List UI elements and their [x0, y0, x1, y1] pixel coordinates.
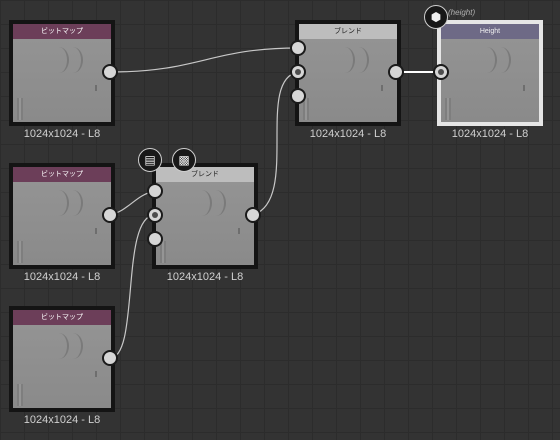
bitmap-node-3[interactable]: ビットマップ	[9, 306, 115, 412]
node-thumbnail	[13, 39, 111, 122]
blend-2-mask-input-port[interactable]	[147, 231, 163, 247]
blend-node-1[interactable]: ブレンド	[295, 20, 401, 126]
wire-bitmap1-to-blend1[interactable]	[109, 47, 299, 73]
output-input-port[interactable]	[433, 64, 449, 80]
node-caption: 1024x1024 - L8	[23, 414, 101, 426]
blend-1-foreground-input-port[interactable]	[290, 40, 306, 56]
node-title: ビットマップ	[13, 24, 111, 39]
node-title: ビットマップ	[13, 310, 111, 325]
node-caption: 1024x1024 - L8	[23, 271, 101, 283]
bitmap-node-1[interactable]: ビットマップ	[9, 20, 115, 126]
blend-1-background-input-port[interactable]	[290, 64, 306, 80]
blend-2-foreground-input-port[interactable]	[147, 183, 163, 199]
node-thumbnail	[13, 182, 111, 265]
blend-node-2[interactable]: ブレンド	[152, 163, 258, 269]
blend-2-background-input-port[interactable]	[147, 207, 163, 223]
cube-icon: ⬢	[424, 5, 448, 29]
node-thumbnail	[156, 182, 254, 265]
bitmap-2-output-port[interactable]	[102, 207, 118, 223]
node-title: ビットマップ	[13, 167, 111, 182]
bitmap-3-output-port[interactable]	[102, 350, 118, 366]
node-title: ブレンド	[299, 24, 397, 39]
blend-1-mask-input-port[interactable]	[290, 88, 306, 104]
bitmap-1-output-port[interactable]	[102, 64, 118, 80]
bitmap-node-2[interactable]: ビットマップ	[9, 163, 115, 269]
output-usage-tag: (height)	[448, 8, 476, 17]
node-thumbnail	[299, 39, 397, 122]
node-title: ブレンド	[156, 167, 254, 182]
node-caption: 1024x1024 - L8	[309, 128, 387, 140]
output-node-height[interactable]: Height	[437, 20, 543, 126]
node-caption: 1024x1024 - L8	[166, 271, 244, 283]
node-thumbnail	[13, 325, 111, 408]
wire-bitmap3-to-blend2[interactable]	[109, 214, 156, 359]
blend-2-output-port[interactable]	[245, 207, 261, 223]
checker-icon[interactable]: ▩	[172, 148, 196, 172]
document-icon[interactable]: ▤	[138, 148, 162, 172]
node-caption: 1024x1024 - L8	[23, 128, 101, 140]
blend-1-output-port[interactable]	[388, 64, 404, 80]
wire-blend2-to-blend1[interactable]	[252, 71, 299, 216]
node-caption: 1024x1024 - L8	[451, 128, 529, 140]
node-title: Height	[441, 24, 539, 39]
node-thumbnail	[441, 39, 539, 122]
